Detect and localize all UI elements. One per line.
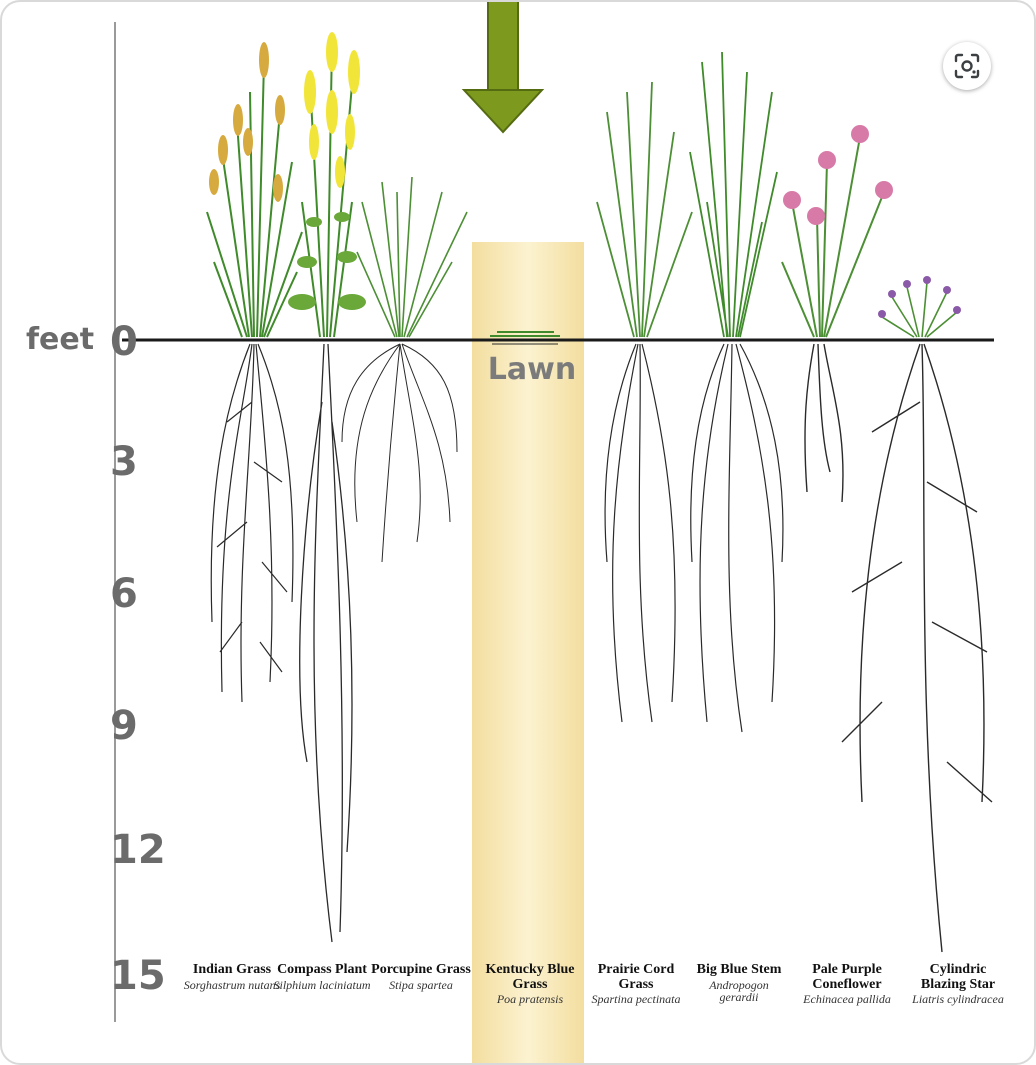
plant-label-compass-plant: Compass Plant Silphium laciniatum: [272, 963, 372, 991]
plant-label-big-blue-stem: Big Blue Stem Andropogon gerardii: [689, 963, 789, 1004]
depth-tick-0: 0: [110, 322, 138, 362]
plant-prairie-cord-grass: [597, 82, 692, 337]
plant-common-name: Compass Plant: [272, 963, 372, 978]
plant-porcupine-grass: [357, 177, 467, 337]
plant-scientific-name: Liatris cylindracea: [908, 993, 1008, 1006]
plant-scientific-name: Stipa spartea: [371, 979, 471, 992]
down-arrow: [464, 2, 542, 132]
blazing-star-roots: [842, 344, 992, 952]
plant-scientific-name: Spartina pectinata: [586, 993, 686, 1006]
plant-scientific-name: Silphium laciniatum: [272, 979, 372, 992]
scale-unit-label: feet: [26, 322, 94, 357]
plant-label-prairie-cord-grass: Prairie Cord Grass Spartina pectinata: [586, 963, 686, 1006]
plant-scientific-name: Sorghastrum nutans: [182, 979, 282, 992]
plant-label-kentucky-blue-grass: Kentucky Blue Grass Poa pratensis: [480, 963, 580, 1006]
plant-scientific-name: Poa pratensis: [480, 993, 580, 1006]
prairie-cord-grass-roots: [605, 344, 675, 722]
plant-label-cylindric-blazing-star: Cylindric Blazing Star Liatris cylindrac…: [908, 963, 1008, 1006]
google-lens-icon: [952, 51, 982, 81]
plant-common-name: Porcupine Grass: [371, 963, 471, 978]
plant-scientific-name: Andropogon gerardii: [689, 979, 789, 1004]
plant-common-name: Big Blue Stem: [689, 963, 789, 978]
plant-common-name: Indian Grass: [182, 963, 282, 978]
depth-tick-15: 15: [110, 956, 166, 996]
depth-tick-3: 3: [110, 442, 138, 482]
plant-common-name: Kentucky Blue Grass: [480, 963, 580, 992]
plant-common-name: Cylindric Blazing Star: [908, 963, 1008, 992]
plant-indian-grass: [207, 62, 302, 337]
plant-pale-purple-coneflower: [782, 137, 884, 337]
plant-label-porcupine-grass: Porcupine Grass Stipa spartea: [371, 963, 471, 991]
lawn-label: Lawn: [482, 352, 582, 387]
plant-common-name: Pale Purple Coneflower: [797, 963, 897, 992]
compass-plant-flowers: [304, 32, 360, 188]
google-lens-button[interactable]: [943, 42, 991, 90]
depth-tick-6: 6: [110, 574, 138, 614]
big-blue-stem-roots: [691, 344, 783, 732]
indian-grass-roots: [211, 344, 293, 702]
coneflower-roots: [805, 344, 843, 502]
plant-scientific-name: Echinacea pallida: [797, 993, 897, 1006]
compass-plant-taproot: [300, 344, 352, 942]
plant-label-pale-purple-coneflower: Pale Purple Coneflower Echinacea pallida: [797, 963, 897, 1006]
plant-label-indian-grass: Indian Grass Sorghastrum nutans: [182, 963, 282, 991]
depth-tick-9: 9: [110, 706, 138, 746]
plant-big-blue-stem: [690, 52, 777, 337]
depth-tick-12: 12: [110, 830, 166, 870]
blazing-star-flowers: [878, 276, 961, 318]
plant-common-name: Prairie Cord Grass: [586, 963, 686, 992]
porcupine-grass-roots: [342, 344, 457, 562]
